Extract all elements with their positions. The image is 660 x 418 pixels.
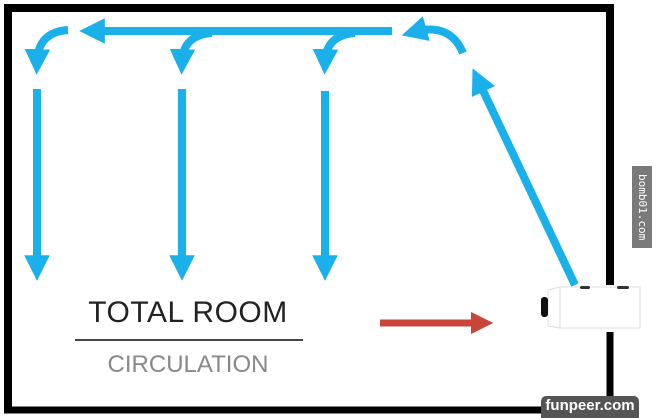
circulation-label: CIRCULATION xyxy=(107,351,269,378)
door-icon xyxy=(541,286,641,329)
left-curve-arrow xyxy=(24,26,69,75)
diagonal-arrow xyxy=(471,68,579,287)
corner-curve-arrow xyxy=(401,16,467,55)
right-curve-arrow xyxy=(312,29,356,75)
bottom-watermark: funpeer.com xyxy=(541,396,639,418)
side-watermark: bomb01.com xyxy=(632,166,652,248)
middle-curve-arrow xyxy=(169,29,213,75)
circulation-arrows xyxy=(24,16,579,287)
room-walls xyxy=(4,4,614,414)
label-divider xyxy=(75,339,303,341)
total-room-label: TOTAL ROOM xyxy=(88,296,288,329)
